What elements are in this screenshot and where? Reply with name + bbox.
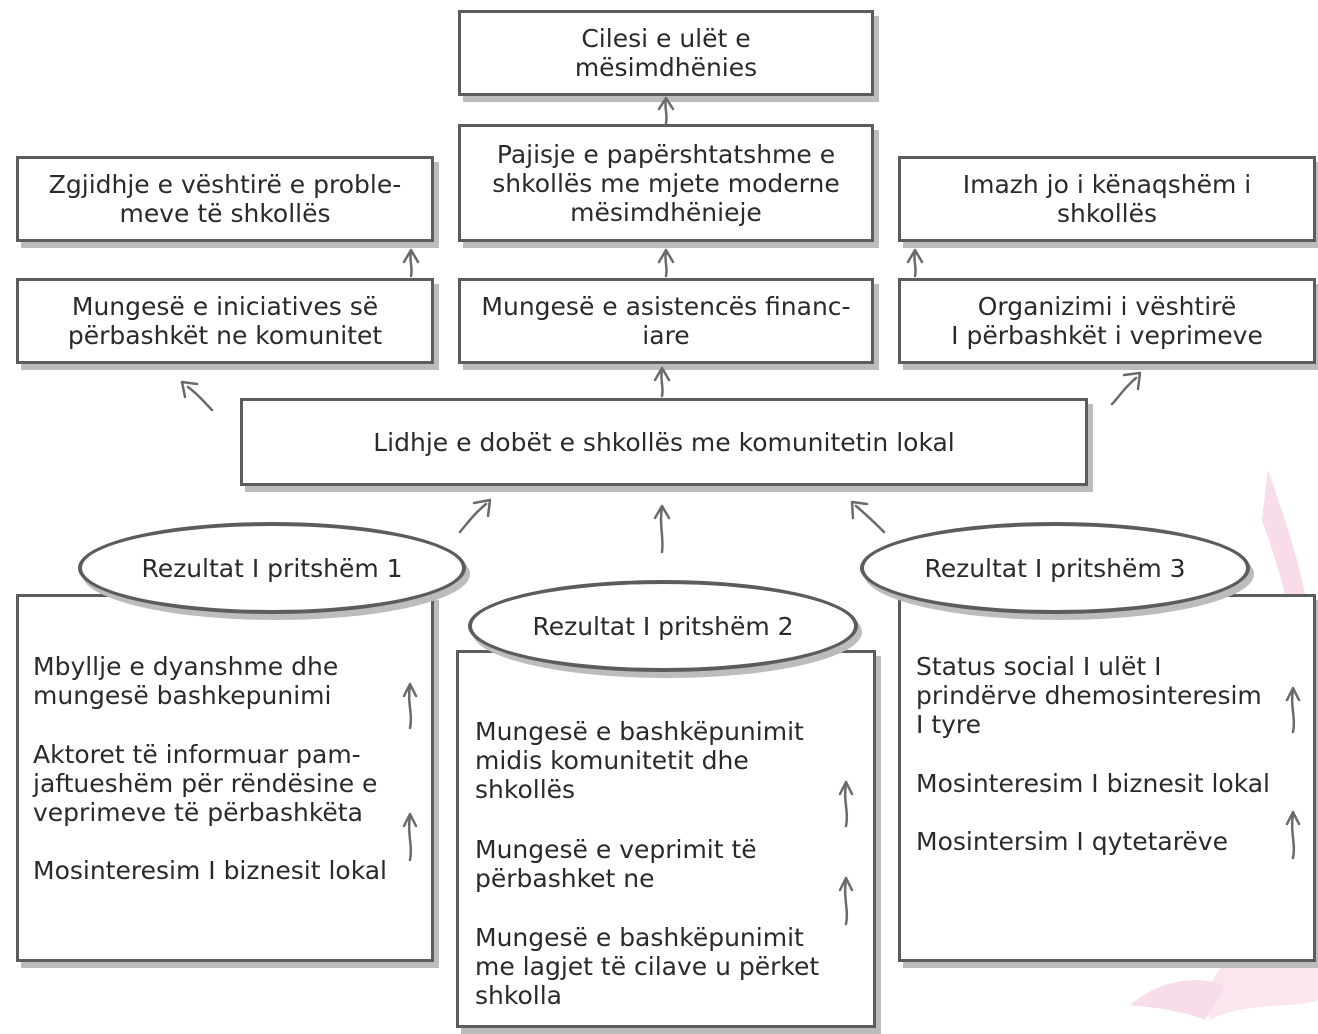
arrow-up-icon <box>657 248 675 278</box>
arrow-up-icon <box>653 366 671 398</box>
result-1-item-1: Mbyllje e dyanshme dhe mungesë bashkepun… <box>33 652 339 710</box>
cause-right-label: Organizimi i vështirë I përbashkët i vep… <box>951 292 1263 350</box>
result-3-item-3: Mosintersim I qytetarëve <box>916 827 1228 856</box>
result-column-2: Mungesë e bashkëpunimit midis komuniteti… <box>456 650 876 1028</box>
result-3-title: Rezultat I pritshëm 3 <box>924 553 1186 583</box>
arrow-up-left-icon <box>850 500 886 534</box>
result-3-item-2: Mosinteresim I biznesit lokal <box>916 769 1270 798</box>
central-problem-box: Lidhje e dobët e shkollës me komunitetin… <box>240 398 1088 486</box>
result-2-oval: Rezultat I pritshëm 2 <box>468 580 858 672</box>
arrow-up-left-icon <box>180 380 214 412</box>
result-3-item-1: Status social I ulët I prindërve dhemosi… <box>916 652 1262 739</box>
arrow-up-right-icon <box>1110 371 1142 406</box>
effect-left-label: Zgjidhje e vështirë e proble- meve të sh… <box>48 170 402 228</box>
arrow-up-icon <box>402 248 420 278</box>
result-column-3: Status social I ulët I prindërve dhemosi… <box>898 594 1316 962</box>
cause-center-label: Mungesë e asistencës financ- iare <box>481 292 851 350</box>
arrow-up-icon <box>653 504 671 554</box>
cause-left-label: Mungesë e iniciatives së përbashkët ne k… <box>67 292 383 350</box>
effect-right-label: Imazh jo i kënaqshëm i shkollës <box>962 170 1252 228</box>
result-2-item-2: Mungesë e veprimit të përbashket ne <box>475 835 757 893</box>
central-problem-label: Lidhje e dobët e shkollës me komunitetin… <box>373 427 955 457</box>
result-2-title: Rezultat I pritshëm 2 <box>532 611 794 641</box>
top-outcome-label: Cilesi e ulët e mësimdhënies <box>574 24 758 82</box>
arrow-up-icon <box>402 812 418 862</box>
cause-box-right: Organizimi i vështirë I përbashkët i vep… <box>898 278 1316 364</box>
result-1-item-3: Mosinteresim I biznesit lokal <box>33 856 387 885</box>
effect-box-center: Pajisje e papërshtatshme e shkollës me m… <box>458 124 874 242</box>
result-3-oval: Rezultat I pritshëm 3 <box>860 522 1250 614</box>
result-1-title: Rezultat I pritshëm 1 <box>141 553 403 583</box>
cause-box-left: Mungesë e iniciatives së përbashkët ne k… <box>16 278 434 364</box>
arrow-up-icon <box>657 96 675 125</box>
effect-center-label: Pajisje e papërshtatshme e shkollës me m… <box>492 139 840 227</box>
result-2-item-1: Mungesë e bashkëpunimit midis komuniteti… <box>475 717 804 804</box>
arrow-up-icon <box>838 876 854 926</box>
result-2-item-3: Mungesë e bashkëpunimit me lagjet të cil… <box>475 923 820 1010</box>
arrow-up-icon <box>1285 810 1301 860</box>
result-1-item-2: Aktoret të informuar pam- jaftueshëm për… <box>33 740 378 827</box>
arrow-up-icon <box>402 682 418 730</box>
result-1-oval: Rezultat I pritshëm 1 <box>78 522 466 614</box>
result-column-1: Mbyllje e dyanshme dhe mungesë bashkepun… <box>16 594 434 962</box>
arrow-up-icon <box>1285 686 1301 734</box>
effect-box-right: Imazh jo i kënaqshëm i shkollës <box>898 156 1316 242</box>
arrow-up-icon <box>838 780 854 828</box>
top-outcome-box: Cilesi e ulët e mësimdhënies <box>458 10 874 96</box>
cause-box-center: Mungesë e asistencës financ- iare <box>458 278 874 364</box>
arrow-up-right-icon <box>458 498 492 534</box>
effect-box-left: Zgjidhje e vështirë e proble- meve të sh… <box>16 156 434 242</box>
arrow-up-icon <box>906 248 924 278</box>
